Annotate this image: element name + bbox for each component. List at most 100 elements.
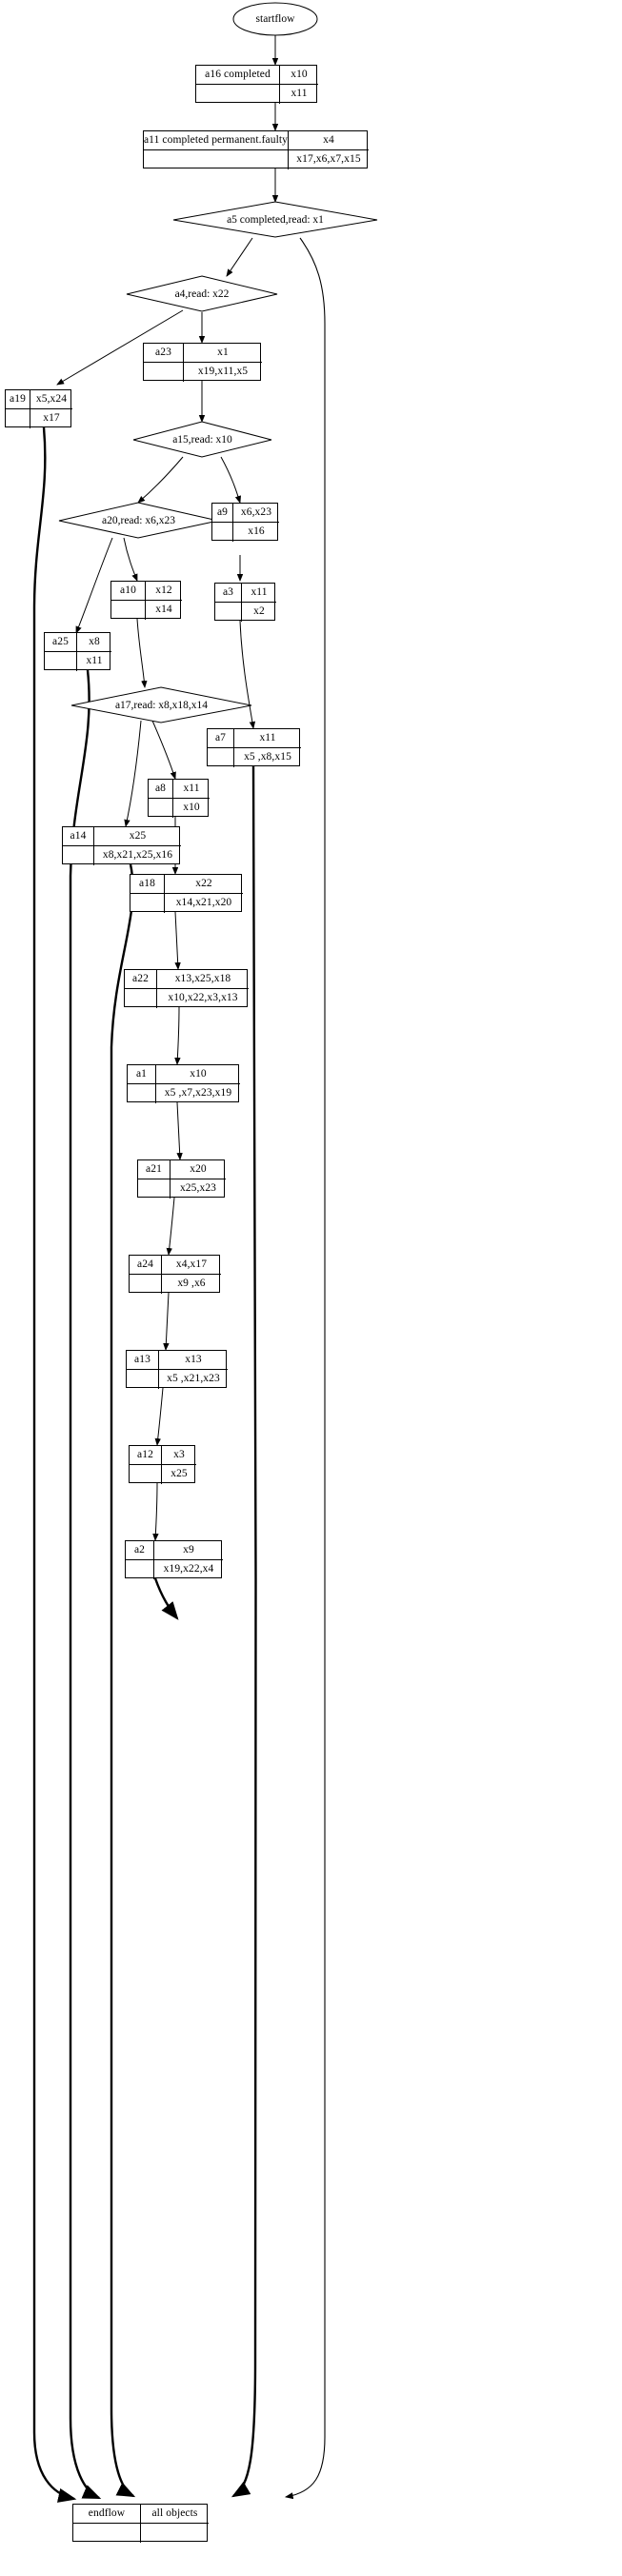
node-a9-name: a9 [212,504,233,523]
edge-a2-endflow [153,1577,179,1620]
node-a22-in: x10,x22,x3,x13 [168,992,238,1004]
node-a24-name: a24 [130,1256,162,1275]
node-a18-name: a18 [130,875,165,894]
node-a2[interactable]: a2 x9 x19,x22,x4 [125,1540,223,1579]
node-a14-blank [63,846,94,865]
node-endflow[interactable]: endflow all objects [72,2504,209,2543]
node-a8-in: x10 [183,802,200,814]
node-a13-out: x13 [159,1351,228,1370]
node-a20-label: a20,read: x6,x23 [102,515,175,526]
node-endflow-objects: all objects [141,2505,209,2524]
node-a5[interactable]: a5 completed,read: x1 [172,201,378,238]
edge-a25-endflow [69,669,102,2500]
edge-a14-endflow [110,863,136,2498]
node-a9-blank [212,523,233,542]
edge-a1-a21 [176,1101,183,1160]
node-a18[interactable]: a18 x22 x14,x21,x20 [130,874,243,913]
node-a13-name: a13 [127,1351,159,1370]
node-a3-name: a3 [215,584,242,603]
node-a7-blank [208,748,234,767]
node-a7-out: x11 [234,729,301,748]
node-a11-out: x4 [289,131,369,150]
node-a24-out: x4,x17 [162,1256,221,1275]
edge-a17-a8 [151,720,176,780]
node-a13[interactable]: a13 x13 x5 ,x21,x23 [126,1350,228,1389]
node-a23[interactable]: a23 x1 x19,x11,x5 [143,343,262,382]
node-a2-out: x9 [154,1541,223,1560]
node-a20[interactable]: a20,read: x6,x23 [58,502,219,539]
node-a9-out: x6,x23 [233,504,279,523]
node-a15[interactable]: a15,read: x10 [132,421,272,458]
node-endflow-blank2 [141,2524,209,2543]
node-a18-blank [130,894,165,913]
node-endflow-name: endflow [73,2505,141,2524]
node-a19-name: a19 [6,390,30,409]
node-a10[interactable]: a10 x12 x14 [110,581,182,620]
node-a24[interactable]: a24 x4,x17 x9 ,x6 [129,1255,221,1294]
node-a7[interactable]: a7 x11 x5 ,x8,x15 [207,728,301,767]
node-endflow-blank1 [73,2524,141,2543]
node-a21[interactable]: a21 x20 x25,x23 [137,1159,226,1199]
node-a25-blank [45,652,77,671]
node-a1[interactable]: a1 x10 x5 ,x7,x23,x19 [127,1064,240,1103]
edge-a5-endflow [284,237,326,2500]
edge-a12-a2 [152,1482,159,1541]
edge-a15-a20 [137,456,184,504]
node-a11-in: x17,x6,x7,x15 [296,153,361,166]
node-a19[interactable]: a19 x5,x24 x17 [5,389,72,428]
node-a4-label: a4,read: x22 [174,288,230,300]
node-a23-out: x1 [184,344,262,363]
node-a8-blank [149,799,173,818]
node-a8-name: a8 [149,780,173,799]
node-a17-label: a17,read: x8,x18,x14 [114,700,209,711]
node-startflow-label: startflow [255,13,295,25]
node-a13-blank [127,1370,159,1389]
node-a15-label: a15,read: x10 [172,434,232,446]
node-a16-in: x11 [291,88,308,100]
node-a12-in: x25 [171,1468,188,1480]
node-a21-blank [138,1179,171,1199]
edge-a5-a4 [226,237,253,277]
node-a7-in: x5 ,x8,x15 [244,751,291,763]
node-a14-name: a14 [63,827,94,846]
node-a3[interactable]: a3 x11 x2 [214,583,276,622]
edge-a10-a17 [136,618,148,688]
node-a25-name: a25 [45,633,77,652]
node-a4[interactable]: a4,read: x22 [126,275,278,312]
node-a18-in: x14,x21,x20 [175,897,232,909]
node-a2-name: a2 [126,1541,154,1560]
node-a12[interactable]: a12 x3 x25 [129,1445,196,1484]
node-a11[interactable]: a11 completed permanent.faulty x4 x17,x6… [143,130,369,169]
edge-a20-a25 [75,537,113,634]
node-a14-in: x8,x21,x25,x16 [102,849,173,862]
node-a25[interactable]: a25 x8 x11 [44,632,111,671]
node-a23-in: x19,x11,x5 [197,366,249,378]
node-a25-in: x11 [86,655,103,667]
node-a16-blank [196,85,280,104]
edge-a18-a22 [174,911,181,970]
edge-a20-a10 [123,537,138,582]
node-a22-out: x13,x25,x18 [157,970,249,989]
node-a11-name: a11 completed permanent.faulty [144,131,289,150]
node-a22-blank [125,989,157,1008]
edge-a21-a24 [166,1197,175,1256]
node-a10-out: x12 [146,582,182,601]
edge-a13-a12 [154,1387,164,1446]
node-a2-blank [126,1560,154,1579]
node-a17[interactable]: a17,read: x8,x18,x14 [70,686,252,723]
edge-a22-a1 [174,1006,181,1065]
edge-a19-endflow [32,426,77,2503]
node-a14[interactable]: a14 x25 x8,x21,x25,x16 [62,826,181,865]
edge-a4-a19 [56,309,184,386]
node-a7-name: a7 [208,729,234,748]
node-a1-blank [128,1084,156,1103]
node-a22[interactable]: a22 x13,x25,x18 x10,x22,x3,x13 [124,969,249,1008]
node-a12-blank [130,1465,162,1484]
node-a8[interactable]: a8 x11 x10 [148,779,210,818]
node-a9[interactable]: a9 x6,x23 x16 [211,503,279,542]
node-a10-blank [111,601,146,620]
node-a16[interactable]: a16 completed x10 x11 [195,65,318,104]
node-startflow[interactable]: startflow [232,2,318,36]
node-a21-in: x25,x23 [179,1182,217,1195]
